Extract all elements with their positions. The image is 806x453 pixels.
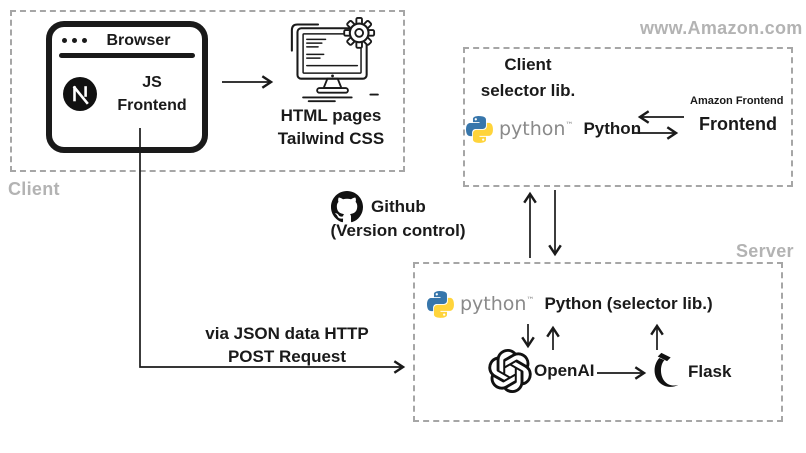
monitor-gear-icon <box>286 17 380 103</box>
flask-block: Flask <box>650 351 731 393</box>
openai-label: OpenAI <box>534 361 595 380</box>
client-selector-line2: selector lib. <box>480 81 576 101</box>
tm-mark: ™ <box>565 120 574 130</box>
client-selector-lib-label: Client selector lib. <box>470 52 586 105</box>
html-output-label: HTML pages Tailwind CSS <box>266 104 396 150</box>
amazon-python-label: Python <box>583 119 642 138</box>
python-logo-icon <box>466 115 493 143</box>
python-wordmark: python™ <box>460 292 535 315</box>
post-request-line2: POST Request <box>227 347 347 366</box>
tailwind-css-label: Tailwind CSS <box>277 129 385 148</box>
version-control-label: (Version control) <box>330 221 466 240</box>
app-line2: Frontend <box>117 97 187 115</box>
app-line1: JS <box>142 74 162 91</box>
browser-title: Browser <box>106 31 171 49</box>
flask-logo-icon <box>650 351 681 393</box>
js-frontend-label: JS Frontend <box>110 71 194 117</box>
browser-window: Browser JS Frontend <box>46 21 208 153</box>
post-request-line1: via JSON data HTTP <box>205 324 369 343</box>
server-python-block: python™ Python (selector lib.) <box>427 289 713 319</box>
amazon-python-block: python™ Python <box>466 114 641 144</box>
flask-label: Flask <box>688 362 732 381</box>
server-zone-box <box>413 262 783 422</box>
client-zone-label: Client <box>8 179 60 199</box>
github-label: Github <box>371 197 426 216</box>
amazon-zone-label: www.Amazon.com <box>640 18 803 38</box>
openai-block: OpenAI <box>488 349 594 393</box>
post-request-label: via JSON data HTTP POST Request <box>201 322 373 368</box>
server-zone-label: Server <box>736 241 794 261</box>
tm-mark: ™ <box>526 295 535 305</box>
amazon-frontend-label: Frontend <box>699 114 777 134</box>
python-logo-icon <box>427 290 454 318</box>
client-selector-line1: Client <box>504 55 552 74</box>
amazon-zone-box <box>463 47 793 187</box>
nextjs-logo-icon <box>63 77 97 112</box>
server-python-label: Python (selector lib.) <box>544 294 713 313</box>
github-logo-icon <box>331 191 363 223</box>
browser-divider <box>59 53 195 58</box>
python-wordmark: python™ <box>499 117 574 140</box>
openai-logo-icon <box>488 349 532 393</box>
amazon-frontend-small-label: Amazon Frontend <box>690 95 784 107</box>
github-block: Github <box>331 191 426 223</box>
html-pages-label: HTML pages <box>280 106 382 125</box>
browser-dots-icon <box>62 38 87 43</box>
